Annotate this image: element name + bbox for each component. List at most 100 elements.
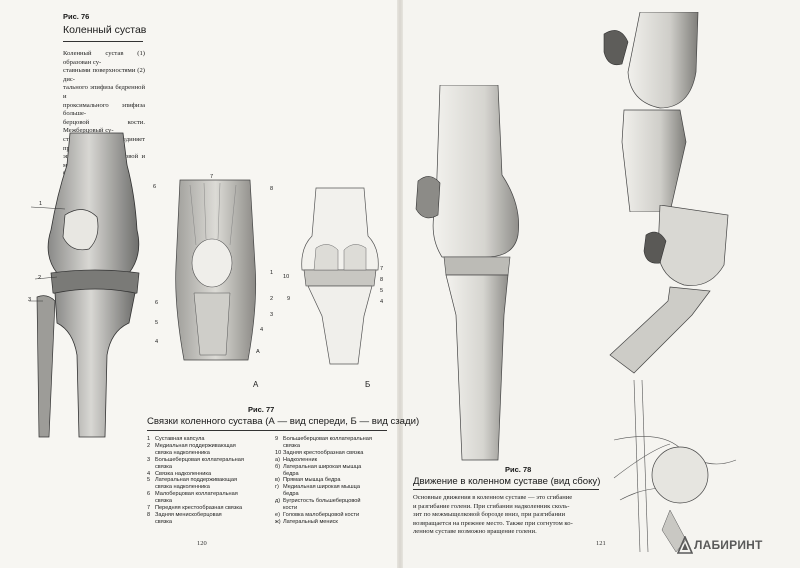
fig77a-label-6: 6 (153, 184, 157, 190)
fig77a-label-3: 3 (270, 312, 274, 318)
fig77a-label-8: 8 (270, 186, 274, 192)
legend-text: Суставная капсула (155, 436, 205, 442)
knee-side-view-deep-flex (613, 380, 737, 553)
legend-item: бедра (275, 491, 393, 498)
legend-text: Надколенник (283, 456, 318, 463)
fig78-text-line: зит по межмыщелковой борозде вниз, при р… (413, 511, 566, 519)
fig78-text-line: Основные движения в коленном суставе — э… (413, 494, 573, 501)
legend-text: связка надколенника (155, 449, 210, 456)
legend-key: ж) (275, 518, 281, 525)
fig77a-label-7: 7 (210, 174, 214, 180)
legend-item: связка надколенника (147, 484, 271, 491)
fig77b-label-7: 7 (380, 266, 384, 272)
legend-text: бедра (283, 491, 299, 498)
legend-text: Задняя менискоберцовая (155, 511, 222, 518)
fig77a-label-4b: 4 (155, 339, 159, 345)
legend-item: 6 Малоберцовая коллатеральная (147, 491, 271, 498)
legend-key: б) (275, 463, 281, 470)
legend-text: связка надколенника (155, 484, 210, 491)
legend-text: Бугристость большеберцовой (283, 498, 361, 505)
legend-item: ж)Латеральный мениск (275, 519, 393, 526)
fig77b-label-5: 5 (380, 288, 384, 294)
legend-text: Малоберцовая коллатеральная (155, 491, 238, 498)
legend-item: связка (147, 498, 271, 505)
legend-text: связка (283, 442, 300, 449)
fig77a-label-6b: 6 (155, 300, 159, 306)
legend-key (147, 484, 155, 491)
fig77-title-rule (147, 430, 387, 431)
legend-item: бедра (275, 471, 393, 478)
legend-key: 8 (147, 511, 151, 518)
fig76-label-3: 3 (28, 297, 32, 303)
knee-ligaments-back-illustration (301, 187, 379, 365)
fig76-title: Коленный сустав (63, 24, 147, 36)
legend-text: Прямая мышца бедра (283, 477, 341, 484)
legend-item: кости (275, 505, 393, 512)
legend-text: Головка малоберцовой кости (283, 511, 360, 518)
legend-text: бедра (283, 470, 299, 477)
legend-item: д)Бугристость большеберцовой (275, 498, 393, 505)
legend-key (275, 491, 283, 498)
legend-key (147, 464, 155, 471)
fig77-number: Рис. 77 (248, 405, 275, 414)
legend-text: Большеберцовая коллатеральная (155, 456, 244, 463)
legend-item: 2 Медиальная поддерживающая (147, 443, 271, 450)
legend-text: Задняя крестообразная связка (283, 449, 364, 456)
legend-text: связка (155, 518, 172, 525)
fig76-text-line: тального эпифиза бедренной и (63, 84, 145, 100)
fig77b-label-4: 4 (380, 299, 384, 305)
legend-text: Медиальная широкая мышца (283, 484, 360, 491)
legend-text: Медиальная поддерживающая (155, 442, 236, 449)
legend-key: 5 (147, 477, 151, 484)
legend-item: связка (275, 443, 393, 450)
book-gutter (397, 0, 403, 568)
legend-text: кости (283, 505, 298, 512)
legend-text: Латеральная широкая мышца (283, 463, 362, 470)
fig77-view-a: А (253, 380, 259, 389)
fig76-text-line: ставными поверхностями (2) дис- (63, 67, 145, 83)
knee-joint-front-illustration (29, 132, 140, 438)
fig78-text-line: возвращается на прежнее место. Также при… (413, 519, 573, 527)
fig77-view-b: Б (365, 380, 371, 389)
fig77b-label-8: 8 (380, 277, 384, 283)
fig77a-label-4: 4 (260, 327, 264, 333)
legend-item: 5 Латеральная поддерживающая (147, 477, 271, 484)
legend-key: г) (275, 484, 279, 491)
legend-text: Латеральная поддерживающая (155, 477, 238, 484)
labyrinth-watermark: ЛАБИРИНТ (694, 538, 763, 552)
legend-key (147, 498, 155, 505)
legend-key: 2 (147, 442, 151, 449)
labyrinth-logo-icon (677, 536, 693, 554)
legend-key: 4 (147, 470, 151, 477)
legend-text: связка (155, 498, 172, 505)
legend-item: е)Головка малоберцовой кости (275, 512, 393, 519)
fig78-text-line: и разгибание голени. При сгибании надкол… (413, 502, 570, 510)
legend-item: б)Латеральная широкая мышца (275, 464, 393, 471)
fig77a-label-a: А (256, 349, 260, 355)
fig77a-label-5: 5 (155, 320, 159, 326)
legend-key: 3 (147, 456, 151, 463)
legend-key (147, 450, 155, 457)
fig76-title-rule (63, 41, 143, 42)
fig78-title-rule (413, 489, 599, 490)
fig76-label-1: 1 (39, 201, 43, 207)
legend-key (147, 519, 155, 526)
legend-key: е) (275, 511, 280, 518)
legend-key: д) (275, 498, 281, 505)
fig76-text-line: проксимального эпифиза больше- (63, 101, 145, 118)
page-number-right: 121 (596, 540, 606, 547)
fig78-title: Движение в коленном суставе (вид сбоку) (413, 476, 601, 487)
fig78-text-line: ленном суставе возможно вращение голени. (413, 528, 537, 536)
legend-key: 6 (147, 491, 151, 498)
legend-text: Латеральный мениск (283, 518, 338, 525)
fig76-number: Рис. 76 (63, 12, 90, 21)
fig76-label-2: 2 (38, 275, 42, 281)
